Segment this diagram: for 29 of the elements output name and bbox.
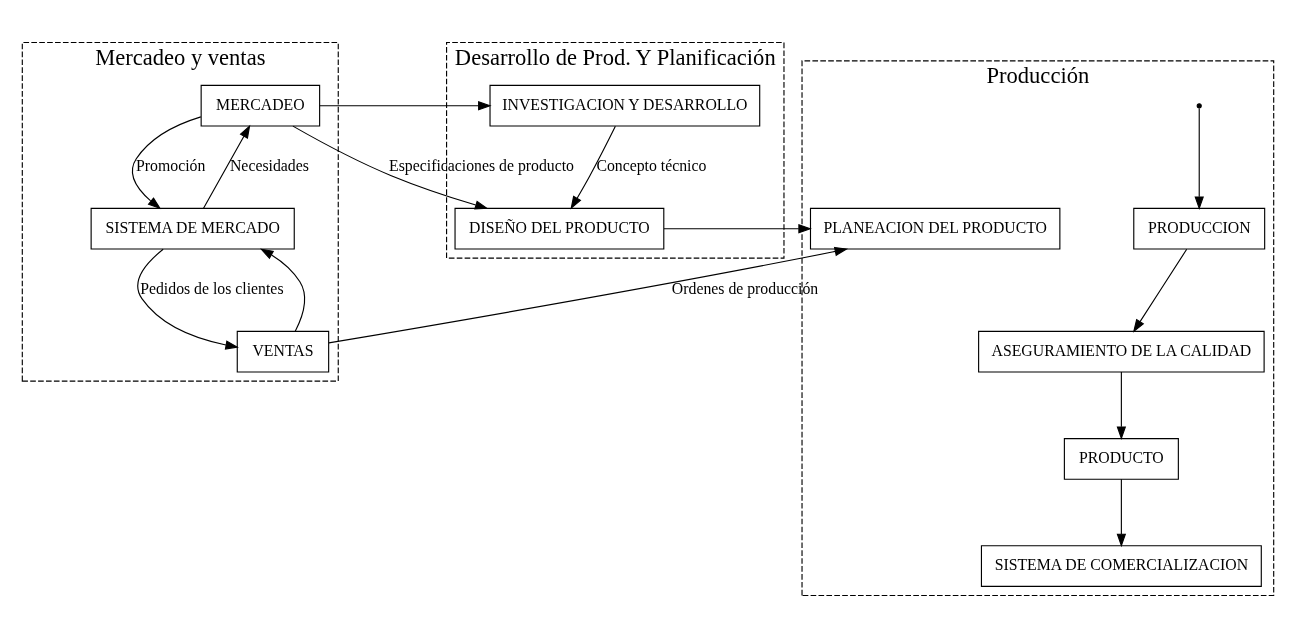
arrow: [1194, 107, 1204, 211]
arrow: [202, 124, 251, 209]
node-box: VENTAS: [236, 330, 330, 373]
edge-label: Ordenes de producción: [671, 280, 819, 298]
node-box: PLANEACION DEL PRODUCTO: [809, 207, 1061, 250]
edge-label: Especificaciones de producto: [389, 157, 575, 175]
arrow: [137, 248, 239, 350]
node-box: PRODUCTO: [1063, 438, 1179, 480]
edge-label: Necesidades: [229, 157, 309, 175]
edge-label: Pedidos de los clientes: [140, 280, 284, 298]
arrow: [319, 101, 492, 111]
node-box: MERCADEO: [200, 84, 321, 127]
edge-label: Promoción: [136, 157, 206, 175]
arrow: [1116, 478, 1127, 548]
arrow: [259, 248, 306, 332]
node-box: DISEÑO DEL PRODUCTO: [454, 207, 665, 250]
node-box: PRODUCCION: [1133, 207, 1266, 250]
arrow: [1116, 371, 1127, 441]
arrow: [663, 224, 812, 234]
node-box: SISTEMA DE COMERCIALIZACION: [980, 545, 1262, 587]
arrow: [328, 246, 849, 344]
arrow: [292, 125, 489, 210]
node-box: INVESTIGACION Y DESARROLLO: [489, 84, 761, 127]
arrow: [131, 116, 202, 210]
node-box: SISTEMA DE MERCADO: [90, 207, 295, 250]
node-box: ASEGURAMIENTO DE LA CALIDAD: [978, 330, 1265, 373]
edge-label: Concepto técnico: [596, 157, 707, 175]
arrow: [570, 125, 616, 210]
arrow: [1132, 248, 1188, 333]
